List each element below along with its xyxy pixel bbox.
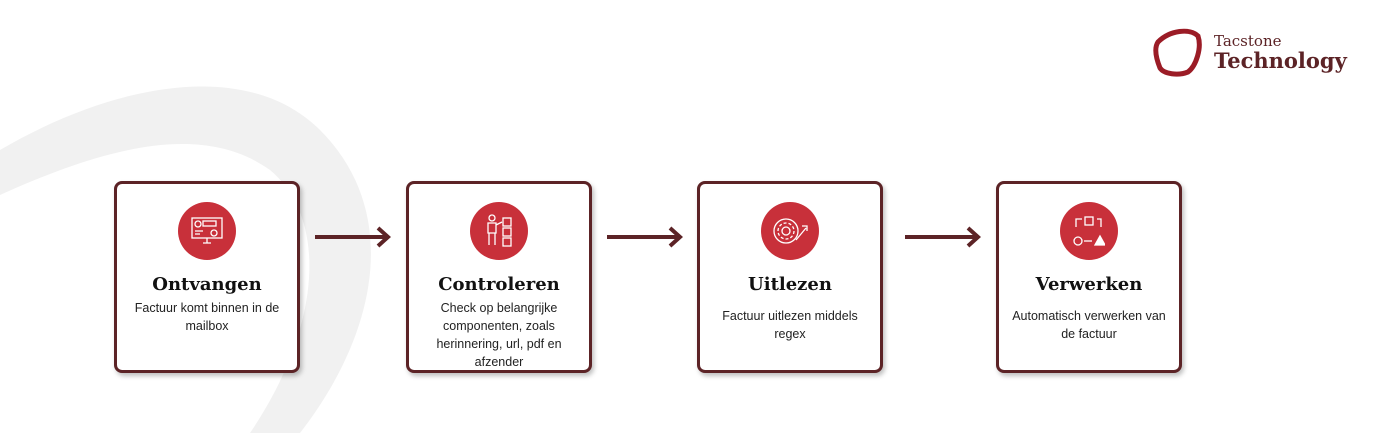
step-description: Automatisch verwerken van de factuur bbox=[1012, 309, 1166, 341]
step-description: Factuur komt binnen in de mailbox bbox=[134, 301, 280, 333]
company-logo: Tacstone Technology bbox=[1150, 28, 1347, 78]
step-title: Controleren bbox=[438, 274, 560, 295]
step-ontvangen: Ontvangen Factuur komt binnen in de mail… bbox=[114, 181, 300, 373]
step-verwerken: Verwerken Automatisch verwerken van de f… bbox=[996, 181, 1182, 373]
checklist-person-icon bbox=[470, 202, 528, 260]
arrow-right-icon bbox=[905, 226, 981, 248]
step-title: Uitlezen bbox=[748, 274, 832, 295]
step-controleren: Controleren Check op belangrijke compone… bbox=[406, 181, 592, 373]
monitor-dashboard-icon bbox=[178, 202, 236, 260]
logo-mark-icon bbox=[1153, 28, 1202, 77]
step-uitlezen: Uitlezen Factuur uitlezen middels regex bbox=[697, 181, 883, 373]
arrow-right-icon bbox=[607, 226, 683, 248]
arrow-right-icon bbox=[315, 226, 391, 248]
gear-process-icon bbox=[761, 202, 819, 260]
step-title: Verwerken bbox=[1035, 274, 1143, 295]
logo-line1: Tacstone bbox=[1214, 32, 1282, 50]
logo-line2: Technology bbox=[1214, 48, 1347, 73]
step-description: Factuur uitlezen middels regex bbox=[722, 309, 858, 341]
step-title: Ontvangen bbox=[152, 274, 262, 295]
workflow-shapes-icon bbox=[1060, 202, 1118, 260]
step-description: Check op belangrijke componenten, zoals … bbox=[436, 301, 562, 369]
